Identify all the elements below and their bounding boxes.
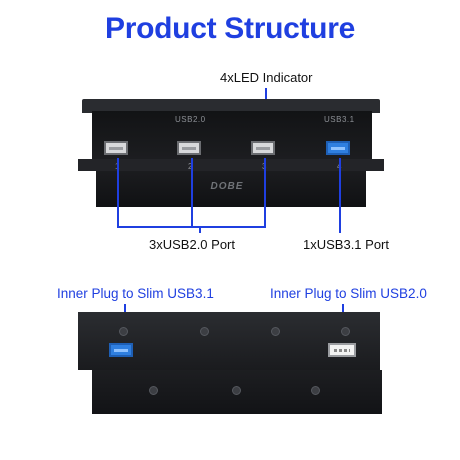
hub-face: [92, 111, 372, 159]
usb2-group-label: USB2.0: [175, 115, 206, 124]
inner-usb2-callout: Inner Plug to Slim USB2.0: [270, 286, 427, 301]
page-title: Product Structure: [105, 12, 355, 45]
usb3-group-label: USB3.1: [324, 115, 355, 124]
inner-usb3-plug: [109, 343, 133, 357]
usb3-port-4: [326, 141, 350, 155]
inner-usb2-plug: [328, 343, 356, 357]
hub-front-image: [78, 99, 384, 210]
inner-usb3-callout: Inner Plug to Slim USB3.1: [57, 286, 214, 301]
usb2-ports-callout: 3xUSB2.0 Port: [149, 237, 235, 252]
usb2-bracket-line-1: [117, 158, 119, 228]
hub-back-image: [78, 312, 384, 416]
usb2-bracket-line-2: [191, 158, 193, 228]
port-number-2: 2: [188, 162, 192, 171]
back-top-panel: [78, 312, 380, 370]
screw-3: [271, 327, 280, 336]
usb2-port-1: [104, 141, 128, 155]
led-indicator-callout: 4xLED Indicator: [220, 70, 313, 85]
brand-logo: DOBE: [210, 181, 244, 192]
screw-1: [119, 327, 128, 336]
usb2-port-2: [177, 141, 201, 155]
hub-base: [96, 171, 366, 207]
usb2-port-3: [251, 141, 275, 155]
screw-5: [149, 386, 158, 395]
screw-6: [232, 386, 241, 395]
usb3-port-callout: 1xUSB3.1 Port: [303, 237, 389, 252]
hub-top-edge: [82, 99, 380, 113]
hub-lower-band: [78, 159, 384, 171]
usb3-callout-line: [339, 158, 341, 233]
screw-7: [311, 386, 320, 395]
screw-2: [200, 327, 209, 336]
usb2-bracket-line-3: [264, 158, 266, 228]
usb2-bracket-base: [117, 226, 266, 228]
screw-4: [341, 327, 350, 336]
usb2-bracket-stem: [199, 226, 201, 233]
